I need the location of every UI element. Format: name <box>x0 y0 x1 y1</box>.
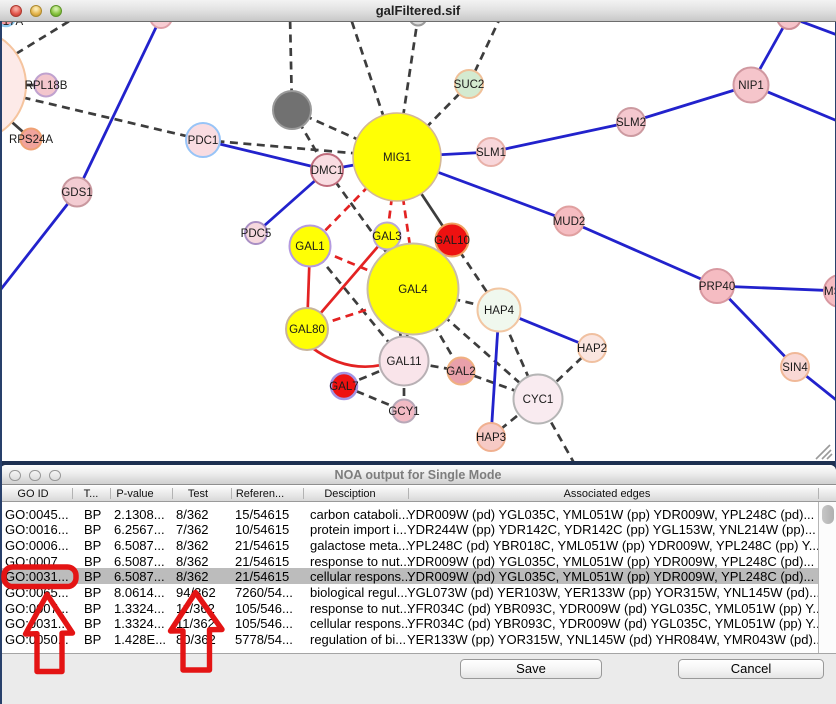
svg-text:GAL2: GAL2 <box>446 366 475 378</box>
svg-text:CYC1: CYC1 <box>523 394 554 406</box>
svg-text:DMC1: DMC1 <box>311 165 344 177</box>
svg-text:GAL7: GAL7 <box>329 381 358 393</box>
svg-text:HAP2: HAP2 <box>577 343 607 355</box>
svg-text:PRP40: PRP40 <box>699 281 735 293</box>
svg-text:SLM1: SLM1 <box>476 147 506 159</box>
svg-text:GAL4: GAL4 <box>398 284 428 296</box>
svg-text:SUC2: SUC2 <box>454 79 485 91</box>
svg-text:GAL11: GAL11 <box>387 356 422 368</box>
svg-text:PDC5: PDC5 <box>241 228 272 240</box>
svg-text:SLM2: SLM2 <box>616 117 646 129</box>
svg-text:GDS1: GDS1 <box>61 187 92 199</box>
svg-text:17A: 17A <box>3 22 24 28</box>
svg-text:RPS24A: RPS24A <box>9 134 53 146</box>
svg-text:NIP1: NIP1 <box>738 80 764 92</box>
svg-text:RPL18B: RPL18B <box>25 80 68 92</box>
svg-text:GAL80: GAL80 <box>289 324 325 336</box>
svg-text:GAL1: GAL1 <box>295 241 324 253</box>
svg-text:HAP4: HAP4 <box>484 305 515 317</box>
svg-text:MSN5: MSN5 <box>824 286 836 298</box>
svg-text:GAL10: GAL10 <box>434 235 470 247</box>
svg-text:GAL3: GAL3 <box>372 231 401 243</box>
svg-text:PDC1: PDC1 <box>188 135 219 147</box>
svg-text:SIN4: SIN4 <box>782 362 808 374</box>
svg-text:GCY1: GCY1 <box>388 406 419 418</box>
svg-text:MIG1: MIG1 <box>383 152 411 164</box>
svg-text:HAP3: HAP3 <box>476 432 506 444</box>
svg-text:MUD2: MUD2 <box>553 216 586 228</box>
